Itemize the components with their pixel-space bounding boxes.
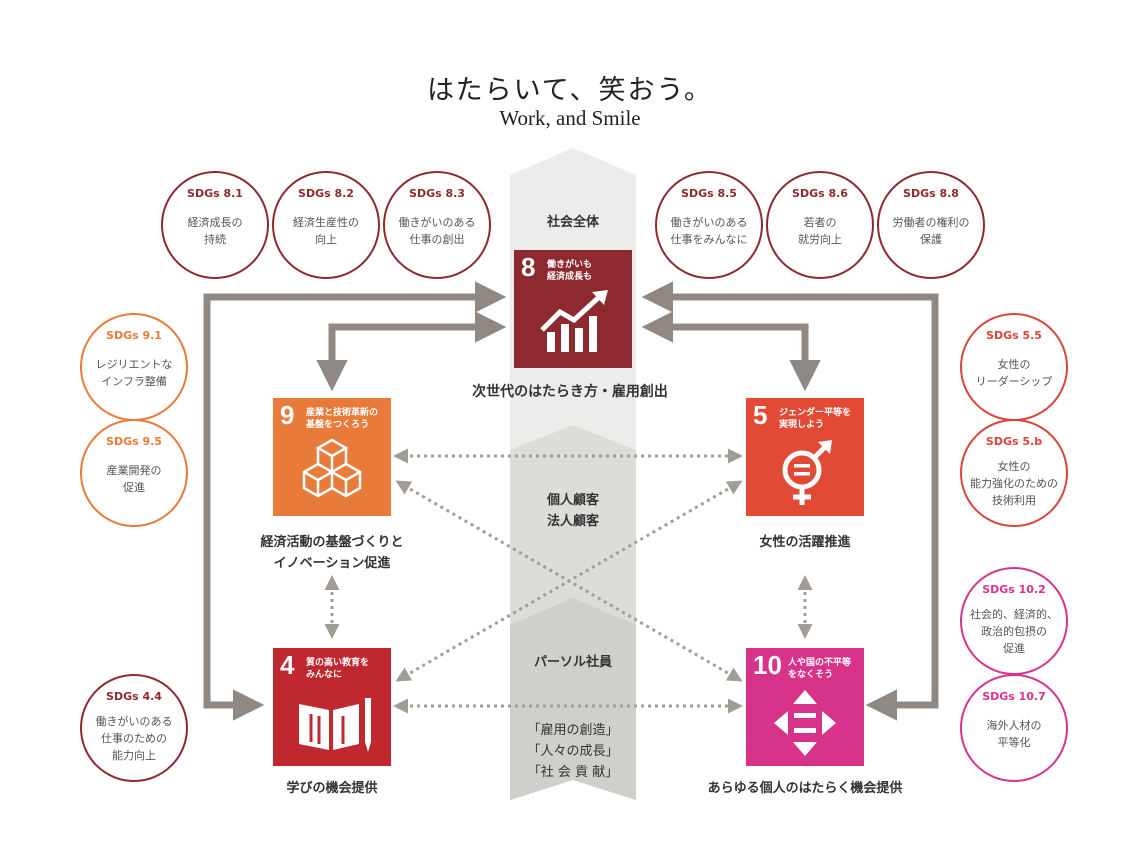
goal-label: 質の高い教育を みんなに	[306, 658, 370, 680]
goal-9-caption: 経済活動の基盤づくりと イノベーション促進	[260, 535, 404, 571]
goal-label: 人や国の不平等 をなくそう	[788, 658, 852, 680]
gender-equality-icon	[782, 440, 832, 505]
sdg-goal-4-tile: 4 質の高い教育を みんなに	[273, 648, 391, 766]
goal-number: 8	[521, 252, 536, 282]
target-text: 経済生産性の 向上	[293, 216, 359, 246]
target-text: 働きがいのある 仕事の創出	[398, 216, 476, 246]
goal-8-caption: 次世代のはたらき方・雇用創出	[472, 384, 668, 400]
band-customers: 個人顧客 法人顧客	[546, 493, 599, 529]
target-circle-10-7: SDGs 10.7 海外人材の 平等化	[960, 674, 1068, 782]
outer-arrow-left	[203, 281, 507, 721]
book-pencil-icon	[299, 698, 371, 752]
target-code: SDGs 8.8	[903, 187, 959, 200]
goal-5-caption: 女性の活躍推進	[759, 535, 851, 550]
target-code: SDGs 9.1	[106, 329, 162, 342]
target-circle-8-1: SDGs 8.1 経済成長の 持続	[161, 171, 269, 279]
sdg-goal-5-tile: 5 ジェンダー平等を 実現しよう	[746, 398, 864, 516]
target-circle-5-5: SDGs 5.5 女性の リーダーシップ	[960, 313, 1068, 421]
target-text: 海外人材の 平等化	[986, 719, 1042, 749]
target-code: SDGs 8.5	[681, 187, 737, 200]
target-circle-8-2: SDGs 8.2 経済生産性の 向上	[272, 171, 380, 279]
target-text: 女性の 能力強化のための 技術利用	[970, 460, 1058, 507]
goal-number: 5	[753, 400, 768, 430]
dotted-5-4	[395, 480, 743, 682]
goal-number: 4	[280, 650, 295, 680]
goal-10-caption: あらゆる個人のはたらく機会提供	[707, 781, 903, 796]
target-code: SDGs 5.5	[986, 329, 1042, 342]
stacked-cubes-icon	[302, 438, 362, 498]
target-circle-5-b: SDGs 5.b 女性の 能力強化のための 技術利用	[960, 419, 1068, 527]
target-code: SDGs 4.4	[106, 690, 162, 703]
target-text: 女性の リーダーシップ	[975, 358, 1053, 388]
target-circle-4-4: SDGs 4.4 働きがいのある 仕事のための 能力向上	[80, 674, 188, 782]
growth-chart-icon	[540, 290, 608, 352]
goal-4-caption: 学びの機会提供	[286, 781, 378, 796]
band-employees: パーソル社員	[533, 655, 612, 670]
goal-label: 産業と技術革新の 基盤をつくろう	[306, 408, 379, 430]
target-code: SDGs 10.2	[982, 583, 1046, 596]
target-code: SDGs 5.b	[985, 435, 1043, 448]
target-text: 働きがいのある 仕事をみんなに	[670, 216, 748, 246]
target-text: 働きがいのある 仕事のための 能力向上	[95, 715, 173, 762]
equality-arrows-icon	[774, 690, 836, 756]
band-society: 社会全体	[546, 215, 599, 230]
target-circle-8-5: SDGs 8.5 働きがいのある 仕事をみんなに	[655, 171, 763, 279]
target-text: 産業開発の 促進	[106, 464, 162, 494]
slogan-english: Work, and Smile	[499, 106, 641, 130]
target-code: SDGs 8.6	[792, 187, 848, 200]
target-circle-9-5: SDGs 9.5 産業開発の 促進	[80, 419, 188, 527]
target-code: SDGs 8.3	[409, 187, 465, 200]
target-text: 社会的、経済的、 政治的包摂の 促進	[970, 608, 1058, 655]
goal-label: 働きがいも 経済成長も	[547, 260, 593, 282]
sdg-goal-10-tile: 10 人や国の不平等 をなくそう	[746, 648, 864, 766]
target-circle-10-2: SDGs 10.2 社会的、経済的、 政治的包摂の 促進	[960, 567, 1068, 675]
slogan-japanese: はたらいて、笑おう。	[427, 75, 713, 106]
inner-arrow-right	[641, 311, 821, 392]
target-code: SDGs 10.7	[982, 690, 1046, 703]
band-values: 「雇用の創造」 「人々の成長」 「社 会 貢 献」	[527, 723, 619, 780]
target-circle-9-1: SDGs 9.1 レジリエントな インフラ整備	[80, 313, 188, 421]
inner-arrow-left	[316, 311, 507, 392]
target-text: 労働者の権利の 保護	[892, 216, 970, 246]
sdg-goal-9-tile: 9 産業と技術革新の 基盤をつくろう	[273, 398, 391, 516]
goal-number: 10	[753, 650, 782, 680]
goal-number: 9	[280, 400, 295, 430]
target-text: 若者の 就労向上	[798, 216, 842, 246]
target-text: 経済成長の 持続	[187, 216, 243, 246]
sdg-goal-8-tile: 8 働きがいも 経済成長も	[514, 250, 632, 368]
target-circle-8-8: SDGs 8.8 労働者の権利の 保護	[877, 171, 985, 279]
target-circle-8-6: SDGs 8.6 若者の 就労向上	[766, 171, 874, 279]
target-code: SDGs 8.1	[187, 187, 243, 200]
target-circle-8-3: SDGs 8.3 働きがいのある 仕事の創出	[383, 171, 491, 279]
target-code: SDGs 8.2	[298, 187, 354, 200]
outer-arrow-right	[641, 281, 939, 721]
goal-label: ジェンダー平等を 実現しよう	[779, 408, 852, 430]
target-code: SDGs 9.5	[106, 435, 162, 448]
target-text: レジリエントな インフラ整備	[95, 358, 173, 388]
